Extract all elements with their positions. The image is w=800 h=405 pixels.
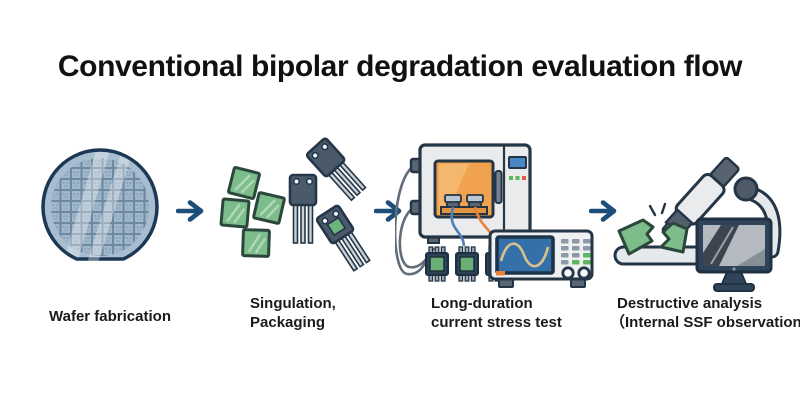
- oscilloscope-knob: [577, 266, 591, 280]
- chamber-led-green: [509, 176, 513, 180]
- flow-arrow-icon: [374, 200, 402, 222]
- stage-label-wafer-fabrication: Wafer fabrication: [49, 308, 171, 325]
- crack-spark-icon: [648, 202, 667, 217]
- diagram-title: Conventional bipolar degradation evaluat…: [57, 50, 743, 83]
- dies-and-packages-icon: [219, 137, 371, 272]
- transistor-package: [288, 173, 318, 244]
- test-wire-gray: [395, 163, 434, 276]
- stage-label-stress-test: Long-duration current stress test: [431, 295, 562, 331]
- test-wire-blue: [450, 206, 466, 247]
- broken-chip: [617, 202, 689, 256]
- microscope-analysis-icon: [613, 156, 782, 292]
- chamber-led-green: [515, 176, 520, 180]
- waveform: [499, 242, 550, 268]
- stage-label-singulation-packaging: Singulation, Packaging: [250, 295, 336, 331]
- singulated-die: [219, 197, 251, 229]
- singulated-die: [241, 228, 271, 258]
- wafer-shine: [63, 152, 134, 262]
- oscilloscope: [488, 229, 594, 288]
- dut-device: [455, 246, 479, 282]
- transistor-package-with-die: [315, 204, 371, 272]
- chamber-led-red: [522, 176, 526, 180]
- dut-device: [425, 246, 449, 282]
- wafer-die-grid: [51, 158, 149, 256]
- chamber-display: [508, 156, 527, 169]
- flow-arrow-icon: [589, 200, 617, 222]
- singulated-die: [252, 191, 286, 225]
- stage-label-destructive-analysis: Destructive analysis （Internal SSF obser…: [610, 295, 800, 331]
- stress-test-equipment-icon: [395, 143, 594, 288]
- wafer-icon: [41, 148, 159, 262]
- flow-arrow-icon: [176, 200, 204, 222]
- observation-monitor: [695, 217, 773, 292]
- chamber-handle: [494, 170, 503, 204]
- singulated-die: [227, 166, 261, 200]
- transistor-package: [305, 137, 367, 202]
- test-chamber: [409, 143, 532, 244]
- oscilloscope-power-button: [496, 271, 505, 276]
- microscope-knob: [733, 176, 759, 202]
- oscilloscope-knob: [561, 266, 575, 280]
